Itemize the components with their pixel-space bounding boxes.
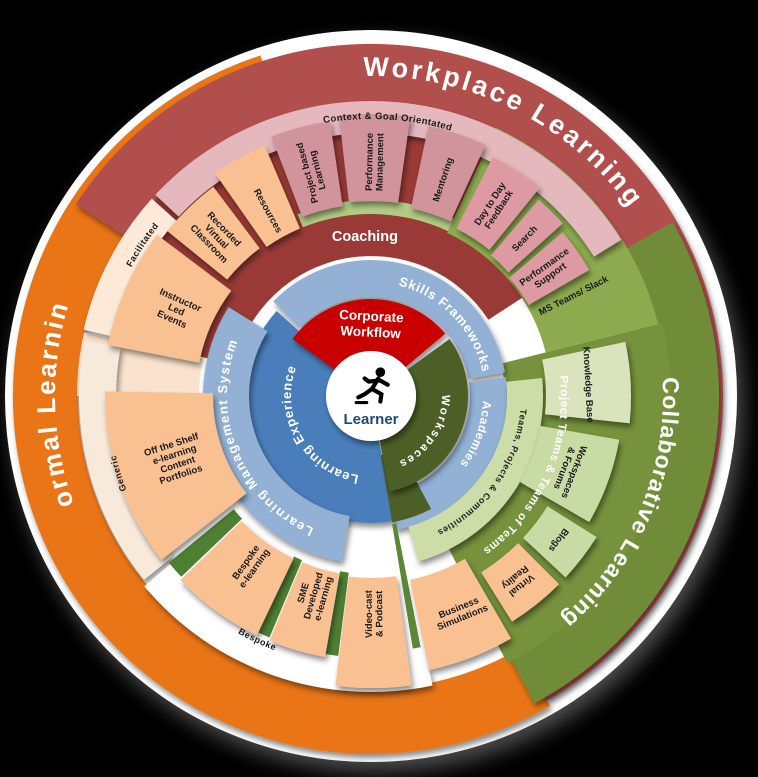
segment-bespoke-elearning	[180, 521, 294, 636]
segment-performance-support	[509, 232, 590, 305]
segment-video-cast-podcast	[335, 576, 412, 689]
segment-business-simulations	[410, 558, 511, 670]
formal-learning-ring	[12, 55, 550, 755]
divider-ring-bottom	[392, 523, 421, 649]
segment-sme-developed-elearning	[269, 562, 340, 657]
segment-day-to-day-feedback	[456, 157, 540, 250]
segment-project-based-learning	[271, 121, 343, 217]
segment-mentoring	[410, 126, 486, 222]
segment-knowledge-base	[542, 341, 632, 424]
segment-blogs	[523, 506, 597, 578]
segment-label-performance-management: PerformanceManagement	[364, 132, 387, 191]
learner-circle	[326, 351, 416, 441]
segment-off-the-shelf-portfolios	[104, 391, 247, 560]
band-context-goal	[155, 101, 622, 257]
segment-recorded-virtual-classroom	[167, 186, 260, 280]
segment-virtual-reality	[481, 543, 560, 622]
segment-label-video-cast-podcast: Video-cast& Podcast	[364, 589, 386, 638]
core-workspaces	[379, 339, 469, 492]
segment-search	[491, 199, 563, 273]
segment-resources	[215, 145, 300, 247]
learner-label: Learner	[343, 411, 398, 428]
core-corporate-workflow	[292, 298, 446, 370]
band-facilitated	[83, 198, 177, 338]
runner-icon	[354, 367, 390, 405]
segment-workspaces-forums	[520, 425, 620, 522]
ring-teams-projects-communities	[408, 378, 544, 562]
segment-label-knowledge-base: Knowledge Base	[580, 346, 595, 423]
segment-label-project-based-learning: Project basedLearning	[294, 138, 331, 204]
segment-performance-management	[339, 113, 411, 203]
band-generic	[79, 340, 173, 580]
label-core-corporate-workflow: CorporateWorkflow	[338, 307, 405, 341]
divider-sme-bespoke	[257, 556, 302, 638]
segment-instructor-led-events	[107, 234, 232, 363]
segment-label-off-the-shelf-portfolios: Off the Shelfe-learningContentPortfolios	[143, 431, 211, 489]
divider-bespoke-shelf	[168, 509, 243, 577]
coaching-label: Coaching	[332, 229, 398, 245]
ring-skills-frameworks	[273, 260, 505, 379]
core-learning-experience	[243, 311, 394, 524]
divider-videocast-sme	[325, 571, 349, 656]
